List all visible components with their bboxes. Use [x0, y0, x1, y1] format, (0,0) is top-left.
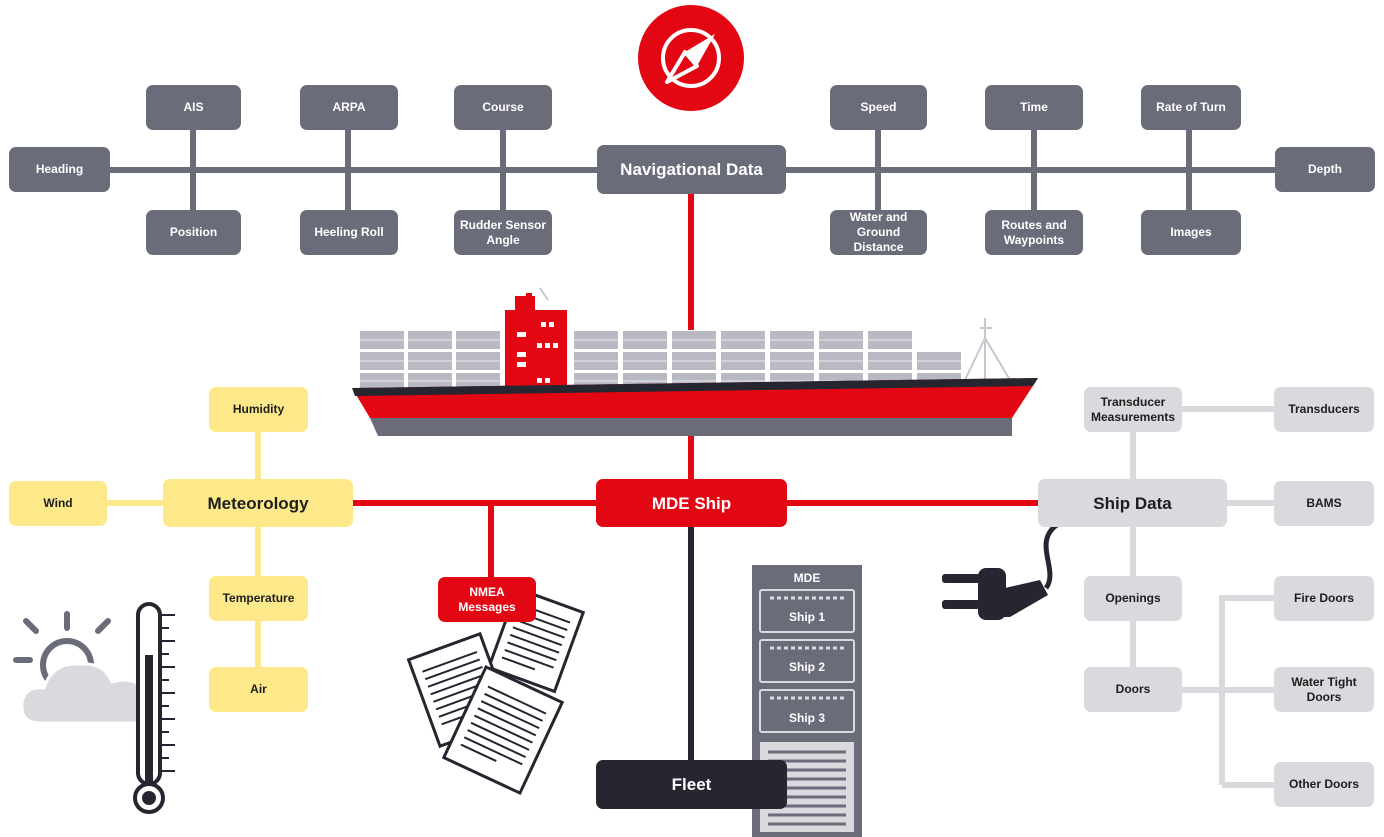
met-humidity: Humidity — [209, 387, 308, 432]
documents-icon — [406, 586, 586, 796]
nav-course: Course — [454, 85, 552, 130]
nav-position: Position — [146, 210, 241, 255]
met-temperature: Temperature — [209, 576, 308, 621]
nav-time: Time — [985, 85, 1083, 130]
fleet-node: Fleet — [596, 760, 787, 809]
weather-icon — [13, 611, 155, 725]
nav-images: Images — [1141, 210, 1241, 255]
ship-transducers: Transducers — [1274, 387, 1374, 432]
server-ship-1: Ship 1 — [789, 610, 825, 624]
ship-openings: Openings — [1084, 576, 1182, 621]
server-ship-3: Ship 3 — [789, 711, 825, 725]
compass-icon — [638, 5, 744, 111]
ship-data-connectors — [1130, 406, 1280, 788]
nav-depth: Depth — [1275, 147, 1375, 192]
ship-bams: BAMS — [1274, 481, 1374, 526]
ship-transducer-measurements: Transducer Measurements — [1084, 387, 1182, 432]
met-wind: Wind — [9, 481, 107, 526]
ship-data-hub: Ship Data — [1038, 479, 1227, 527]
server-title: MDE — [794, 571, 821, 585]
ship-fire-doors: Fire Doors — [1274, 576, 1374, 621]
nav-heeling-roll: Heeling Roll — [300, 210, 398, 255]
server-rack-icon: MDE Ship 1 Ship 2 Ship 3 — [752, 565, 862, 837]
ship-doors: Doors — [1084, 667, 1182, 712]
nav-routes-waypoints: Routes and Waypoints — [985, 210, 1083, 255]
container-ship-illustration — [352, 287, 1038, 436]
meteorology-hub: Meteorology — [163, 479, 353, 527]
nav-water-ground-distance: Water and Ground Distance — [830, 210, 927, 255]
ship-other-doors: Other Doors — [1274, 762, 1374, 807]
mde-ship-hub: MDE Ship — [596, 479, 787, 527]
plug-icon — [942, 520, 1062, 620]
nav-speed: Speed — [830, 85, 927, 130]
nav-rudder-sensor-angle: Rudder Sensor Angle — [454, 210, 552, 255]
nav-rate-of-turn: Rate of Turn — [1141, 85, 1241, 130]
met-air: Air — [209, 667, 308, 712]
nmea-messages: NMEA Messages — [438, 577, 536, 622]
navigational-data-hub: Navigational Data — [597, 145, 786, 194]
nav-arpa: ARPA — [300, 85, 398, 130]
ship-water-tight-doors: Water Tight Doors — [1274, 667, 1374, 712]
nav-heading: Heading — [9, 147, 110, 192]
thermometer-icon — [133, 602, 175, 814]
nav-ais: AIS — [146, 85, 241, 130]
server-ship-2: Ship 2 — [789, 660, 825, 674]
